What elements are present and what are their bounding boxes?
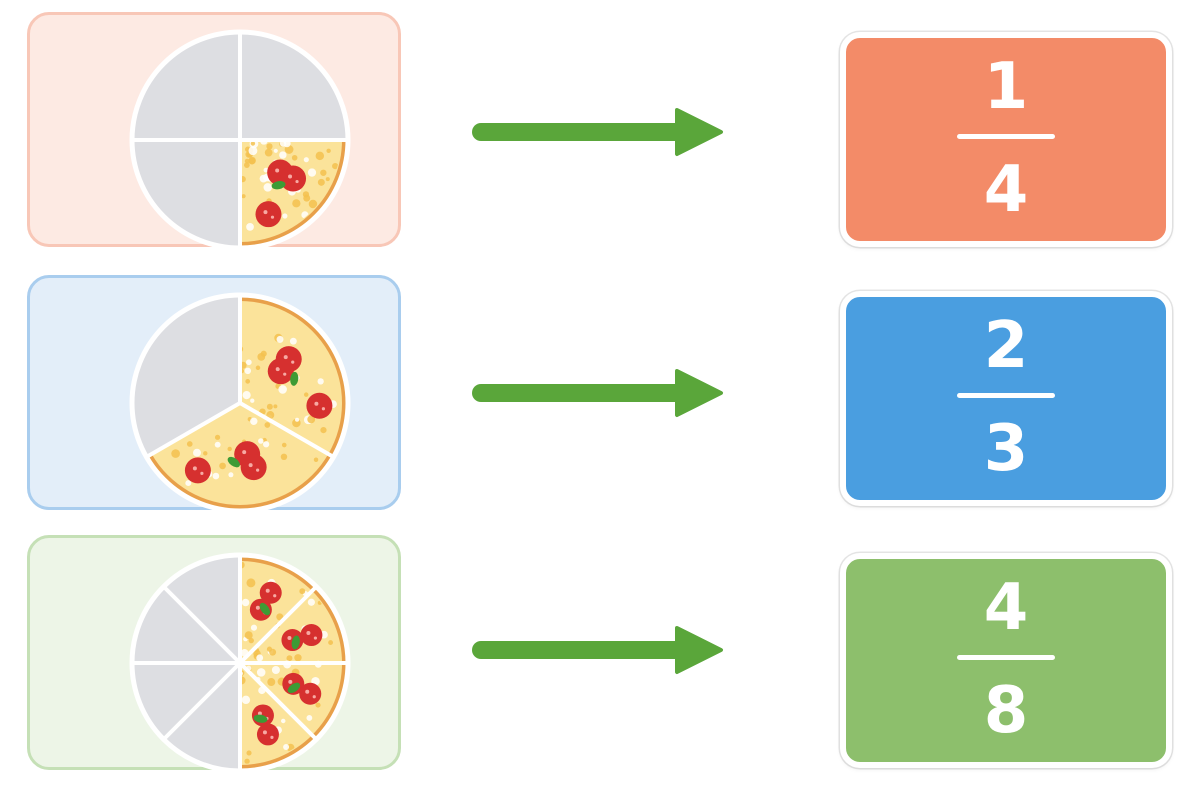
fraction-card: 1 4	[840, 32, 1172, 247]
pizza-thirds-icon	[129, 292, 351, 514]
pizza-quarters-icon	[129, 29, 351, 251]
fraction-denominator: 8	[983, 674, 1029, 748]
fraction-bar	[957, 134, 1055, 139]
empty-slice	[163, 555, 240, 663]
slice-divider	[145, 401, 241, 459]
empty-slice	[132, 140, 240, 248]
pizza-outline	[129, 292, 351, 514]
empty-slice	[240, 32, 348, 140]
arrow-right-icon	[468, 100, 732, 164]
fraction-card: 4 8	[840, 553, 1172, 768]
fraction-row-1: 1 4	[0, 12, 1200, 252]
pizza-eighths-icon	[129, 552, 351, 774]
pizza-card	[27, 535, 401, 774]
pizza-card	[27, 275, 401, 514]
slice-divider	[162, 661, 242, 741]
pizza-toppings	[171, 333, 337, 487]
empty-slice	[132, 663, 240, 740]
pizza-card	[27, 12, 401, 251]
slice-divider	[239, 401, 335, 459]
fraction-denominator: 4	[983, 153, 1029, 227]
fraction-card: 2 3	[840, 291, 1172, 506]
fraction-numerator: 1	[983, 50, 1029, 124]
fraction-row-3: 4 8	[0, 535, 1200, 775]
pizza-outline	[129, 29, 351, 251]
slice-divider	[162, 585, 242, 665]
fraction-numerator: 2	[983, 309, 1029, 383]
empty-slice	[163, 663, 240, 771]
slice-divider	[238, 585, 318, 665]
arrow-right-icon	[468, 618, 732, 682]
pizza-toppings	[240, 140, 339, 231]
pizza-toppings	[240, 562, 334, 764]
fraction-bar	[957, 393, 1055, 398]
fraction-numerator: 4	[983, 571, 1029, 645]
fraction-denominator: 3	[983, 412, 1029, 486]
empty-slice	[132, 32, 240, 140]
pizza-outline	[129, 552, 351, 774]
empty-slice	[132, 586, 240, 663]
fraction-row-2: 2 3	[0, 275, 1200, 515]
fraction-bar	[957, 655, 1055, 660]
arrow-right-icon	[468, 361, 732, 425]
slice-divider	[238, 661, 318, 741]
